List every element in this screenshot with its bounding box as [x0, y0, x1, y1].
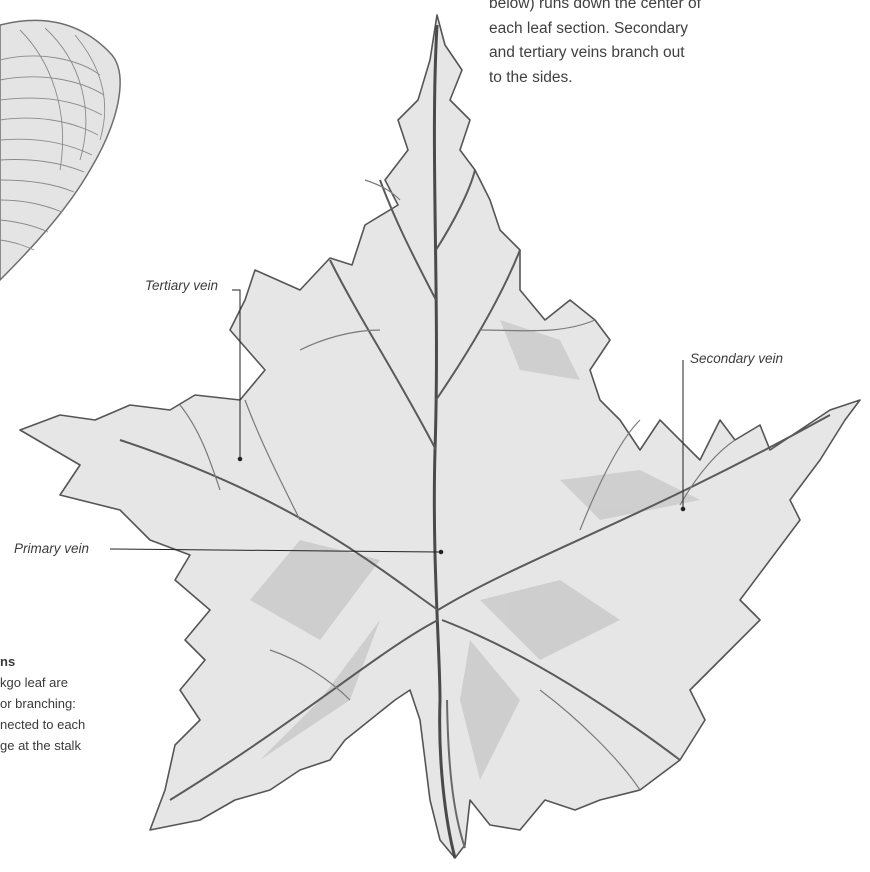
side-paragraph: ns kgo leaf are or branching: nected to … [0, 651, 160, 756]
tertiary-vein-label: Tertiary vein [145, 278, 218, 293]
side-heading: ns [0, 651, 160, 672]
side-line: ge at the stalk [0, 735, 160, 756]
ginkgo-leaf-fragment [0, 20, 120, 280]
primary-vein-label: Primary vein [14, 541, 89, 556]
intro-line: to the sides. [489, 66, 789, 91]
intro-paragraph: below) runs down the center of each leaf… [489, 0, 789, 90]
intro-line: and tertiary veins branch out [489, 41, 789, 66]
intro-line: below) runs down the center of [489, 0, 789, 17]
side-line: kgo leaf are [0, 672, 160, 693]
secondary-vein-label: Secondary vein [690, 351, 783, 366]
side-line: or branching: [0, 693, 160, 714]
intro-line: each leaf section. Secondary [489, 17, 789, 42]
side-line: nected to each [0, 714, 160, 735]
